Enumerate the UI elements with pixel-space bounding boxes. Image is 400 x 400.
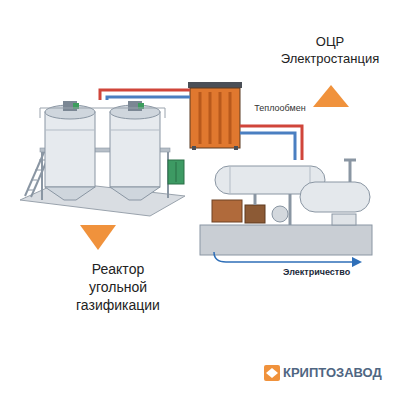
node-text: Реактор угольной газификации [68, 260, 168, 315]
heat-exchanger [188, 82, 242, 150]
electricity-arrow [214, 252, 360, 262]
pipe-line [240, 126, 302, 160]
reactor-node: Реактор угольной газификации [15, 100, 185, 218]
label-slot: КРИПТОЗАВОД [283, 365, 382, 382]
label-slot: Электричество [283, 267, 350, 279]
pipe-line [100, 90, 190, 100]
node-text: ОЦР Электростанция [270, 34, 390, 68]
pipe-connector [240, 126, 302, 160]
node-text: Теплообмен [244, 103, 316, 115]
orc-plant-node: ОЦР Электростанция [198, 160, 378, 260]
pipe-line [240, 133, 295, 160]
heat-exchanger-node: Теплообмен [190, 85, 240, 150]
logo-text: КРИПТОЗАВОД [283, 365, 382, 382]
flow-label: Электричество [283, 267, 350, 279]
orc-power-plant [200, 160, 372, 255]
gasification-reactor [20, 101, 185, 216]
pipe-line [107, 97, 190, 100]
pointer-triangle [80, 225, 116, 250]
pipe-connector [100, 90, 190, 100]
logo-icon [264, 365, 280, 381]
pointer-triangle [313, 85, 349, 107]
